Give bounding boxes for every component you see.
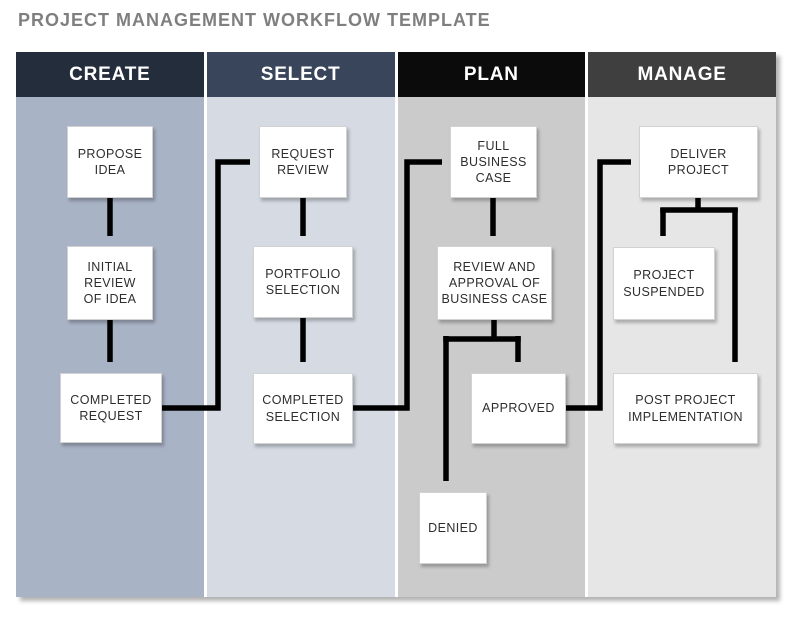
column-header-manage: MANAGE <box>588 52 776 97</box>
node-post-project-implementation: POST PROJECT IMPLEMENTATION <box>613 373 758 444</box>
node-full-business-case: FULL BUSINESS CASE <box>450 126 537 198</box>
node-review-approval-business-case: REVIEW AND APPROVAL OF BUSINESS CASE <box>437 246 552 320</box>
page-title: PROJECT MANAGEMENT WORKFLOW TEMPLATE <box>18 10 491 30</box>
node-propose-idea: PROPOSE IDEA <box>67 126 153 198</box>
column-header-create: CREATE <box>16 52 204 97</box>
node-completed-request: COMPLETED REQUEST <box>60 373 162 443</box>
node-approved: APPROVED <box>471 373 566 444</box>
node-denied: DENIED <box>419 492 487 564</box>
node-request-review: REQUEST REVIEW <box>259 126 347 198</box>
column-header-plan: PLAN <box>397 52 586 97</box>
node-initial-review-of-idea: INITIAL REVIEW OF IDEA <box>67 246 153 320</box>
node-deliver-project: DELIVER PROJECT <box>639 126 758 198</box>
node-portfolio-selection: PORTFOLIO SELECTION <box>253 246 353 318</box>
node-project-suspended: PROJECT SUSPENDED <box>613 247 715 320</box>
workflow-diagram: CREATE SELECT PLAN MANAGE <box>16 52 776 597</box>
node-completed-selection: COMPLETED SELECTION <box>253 373 353 444</box>
column-header-select: SELECT <box>206 52 395 97</box>
